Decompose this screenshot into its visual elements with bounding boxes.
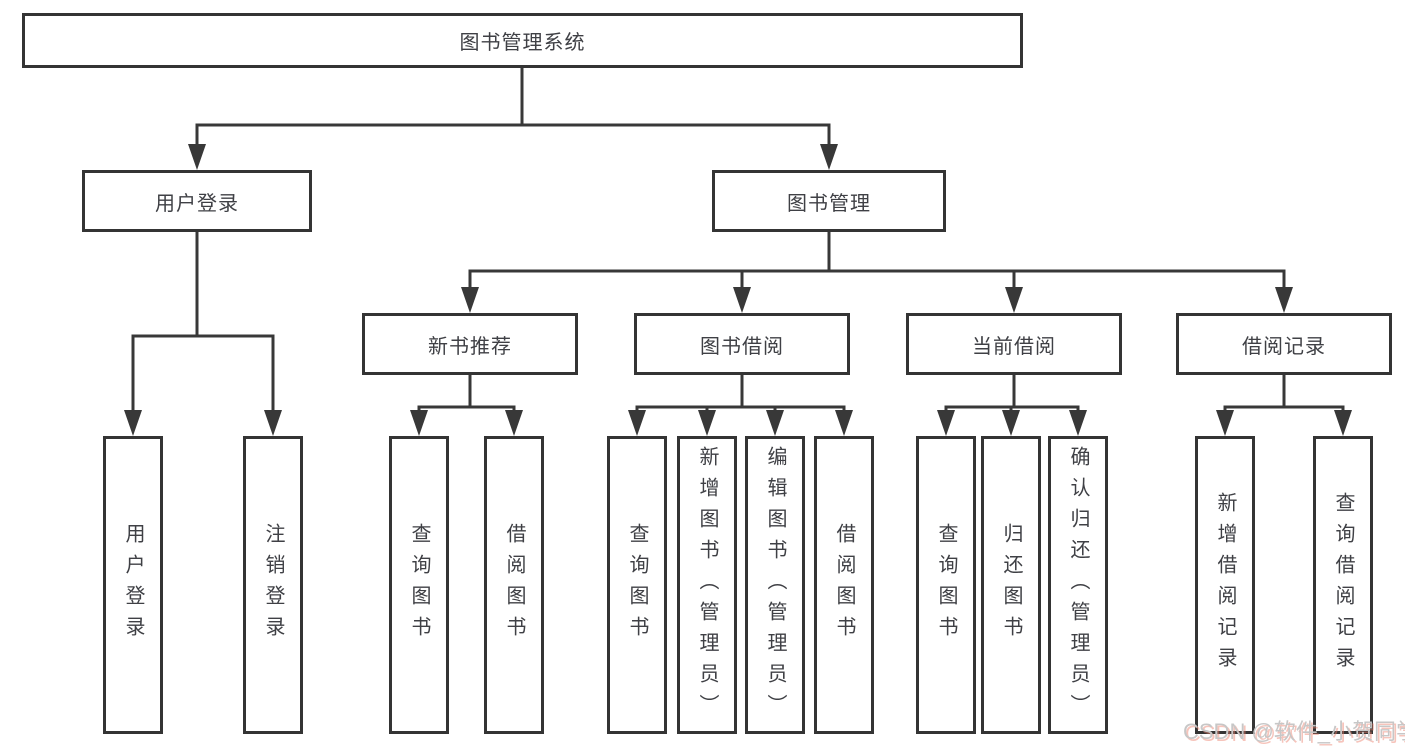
node-label: 新书推荐 xyxy=(428,335,512,358)
leaf-user-login: 用户登录 xyxy=(103,436,163,734)
leaf-label: 查询借阅记录 xyxy=(1332,492,1354,678)
leaf-current-query-books: 查询图书 xyxy=(916,436,976,734)
connector-book-borrow-children xyxy=(628,375,853,436)
csdn-watermark: CSDN @软件_小贺同学 xyxy=(1183,719,1405,744)
node-label: 图书管理系统 xyxy=(459,32,586,54)
node-label: 用户登录 xyxy=(155,192,239,215)
leaf-record-add-record: 新增借阅记录 xyxy=(1195,436,1255,734)
leaf-label: 借阅图书 xyxy=(833,523,855,647)
connector-borrow-record-children xyxy=(1216,375,1352,436)
node-user-login: 用户登录 xyxy=(82,170,312,232)
leaf-label: 借阅图书 xyxy=(503,523,525,647)
leaf-label: 查询图书 xyxy=(408,523,430,647)
leaf-label: 用户登录 xyxy=(122,523,144,647)
node-library-system: 图书管理系统 xyxy=(22,13,1023,68)
connector-root-to-level2 xyxy=(188,68,838,170)
node-label: 当前借阅 xyxy=(972,335,1056,358)
node-new-book: 新书推荐 xyxy=(362,313,578,375)
node-book-mgmt: 图书管理 xyxy=(712,170,946,232)
node-current-borrow: 当前借阅 xyxy=(906,313,1122,375)
leaf-current-confirm-return-admin: 确认归还（管理员） xyxy=(1048,436,1108,734)
leaf-label: 编辑图书（管理员） xyxy=(764,445,786,725)
leaf-label: 查询图书 xyxy=(935,523,957,647)
leaf-label: 新增图书（管理员） xyxy=(696,445,718,725)
connector-user-login-children xyxy=(124,232,282,436)
connector-book-mgmt-children xyxy=(461,232,1293,313)
leaf-borrow-add-books-admin: 新增图书（管理员） xyxy=(677,436,737,734)
leaf-borrow-edit-books-admin: 编辑图书（管理员） xyxy=(745,436,805,734)
node-label: 借阅记录 xyxy=(1242,335,1326,358)
leaf-borrow-query-books: 查询图书 xyxy=(607,436,667,734)
node-book-borrow: 图书借阅 xyxy=(634,313,850,375)
node-label: 图书借阅 xyxy=(700,335,784,358)
connector-new-book-children xyxy=(410,375,523,436)
leaf-newbook-borrow-books: 借阅图书 xyxy=(484,436,544,734)
leaf-current-return-books: 归还图书 xyxy=(981,436,1041,734)
leaf-label: 查询图书 xyxy=(626,523,648,647)
leaf-record-query-record: 查询借阅记录 xyxy=(1313,436,1373,734)
leaf-label: 新增借阅记录 xyxy=(1214,492,1236,678)
node-borrow-record: 借阅记录 xyxy=(1176,313,1392,375)
leaf-label: 归还图书 xyxy=(1000,523,1022,647)
leaf-label: 确认归还（管理员） xyxy=(1067,445,1089,725)
leaf-label: 注销登录 xyxy=(262,523,284,647)
leaf-newbook-query-books: 查询图书 xyxy=(389,436,449,734)
leaf-logout: 注销登录 xyxy=(243,436,303,734)
node-label: 图书管理 xyxy=(787,192,871,215)
leaf-borrow-borrow-books: 借阅图书 xyxy=(814,436,874,734)
connector-current-borrow-children xyxy=(937,375,1087,436)
